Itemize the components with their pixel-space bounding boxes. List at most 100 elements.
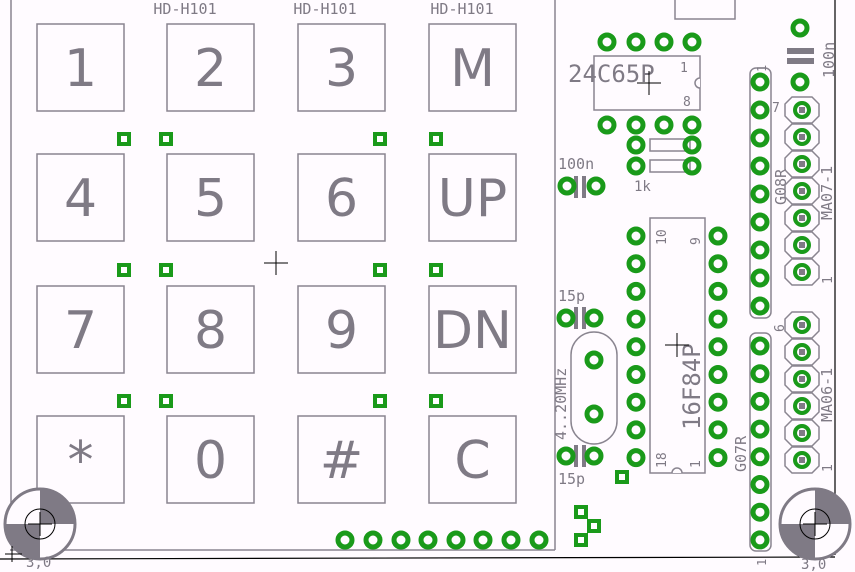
cap-15p-top-label: 15p xyxy=(558,287,585,305)
pad xyxy=(750,100,770,120)
pad xyxy=(750,447,770,467)
pad xyxy=(557,176,577,196)
resistor-label: 1k xyxy=(634,179,651,195)
pad xyxy=(708,226,728,246)
header-g08r-outline xyxy=(749,67,772,319)
square-pad xyxy=(117,132,131,146)
key-label: 7 xyxy=(64,301,97,361)
cap-15p-bottom-label: 15p xyxy=(558,470,585,488)
header-bottom-pin6: 6 xyxy=(773,324,788,332)
key-9: 9 xyxy=(297,285,386,374)
hole-left-label: 3,0 xyxy=(26,555,51,571)
key-label: 2 xyxy=(194,39,227,99)
square-pad xyxy=(574,505,588,519)
connector-pin xyxy=(784,123,820,151)
crystal-label: 4..20MHz xyxy=(552,368,570,440)
pad xyxy=(626,281,646,301)
pad xyxy=(682,135,702,155)
pad xyxy=(750,336,770,356)
key-5: 5 xyxy=(166,153,255,242)
mcu-16f84p: 16F84P 10 9 18 1 xyxy=(649,217,706,474)
resistor-body xyxy=(649,159,691,173)
key-label: 1 xyxy=(64,39,97,99)
key-label: 5 xyxy=(194,169,227,229)
pad xyxy=(750,128,770,148)
column-label: HD-H101 xyxy=(293,0,356,18)
pad xyxy=(708,365,728,384)
square-pad xyxy=(117,263,131,277)
pad xyxy=(708,420,728,440)
key-8: 8 xyxy=(166,285,255,374)
square-pad xyxy=(587,519,601,533)
pad xyxy=(446,530,466,550)
square-pad xyxy=(373,394,387,408)
pad xyxy=(750,268,770,288)
pad xyxy=(584,350,604,370)
mcu-pin10: 10 xyxy=(655,229,670,245)
mcu-pin9: 9 xyxy=(689,237,704,245)
pad xyxy=(708,281,728,301)
pad xyxy=(708,309,728,329)
pad xyxy=(750,240,770,260)
pad xyxy=(654,32,674,52)
hole-right-label: 3,0 xyxy=(801,557,826,572)
pad xyxy=(584,308,604,328)
pad xyxy=(790,72,810,92)
key-7: 7 xyxy=(36,285,125,374)
square-pad xyxy=(615,470,629,484)
square-pad xyxy=(159,394,173,408)
square-pad xyxy=(373,132,387,146)
key-6: 6 xyxy=(297,153,386,242)
header-bottom-pin1: 1 xyxy=(755,559,769,566)
key-label: 9 xyxy=(325,301,358,361)
square-pad xyxy=(373,263,387,277)
pad xyxy=(682,115,702,135)
pad xyxy=(708,337,728,357)
square-pad xyxy=(429,263,443,277)
pad xyxy=(708,448,728,468)
key-label: 3 xyxy=(325,39,358,99)
pad xyxy=(586,176,606,196)
key-label: # xyxy=(320,431,364,491)
pad xyxy=(529,530,549,550)
mounting-hole-left: 3,0 xyxy=(3,487,77,571)
mcu-label: 16F84P xyxy=(678,343,706,430)
connector-pin xyxy=(784,338,820,366)
mounting-hole-right: 3,0 xyxy=(778,487,852,572)
pad xyxy=(597,115,617,135)
pad xyxy=(790,18,810,38)
cap-plate xyxy=(582,176,586,198)
pad xyxy=(418,530,438,550)
connector-pin xyxy=(784,150,820,178)
keypad-column-labels: HD-H101 HD-H101 HD-H101 xyxy=(153,0,493,18)
pad xyxy=(626,365,646,384)
key-label: UP xyxy=(438,169,507,229)
key-M: M xyxy=(428,23,517,112)
key-label: 8 xyxy=(194,301,227,361)
connector-pin xyxy=(784,231,820,259)
resistor-body xyxy=(649,138,691,152)
pad xyxy=(708,392,728,412)
key-#: # xyxy=(297,415,386,504)
square-pad xyxy=(159,263,173,277)
pad xyxy=(556,446,576,466)
key-label: 4 xyxy=(64,169,97,229)
pad xyxy=(335,530,355,550)
pad xyxy=(626,420,646,440)
conn-top-pin1: 1 xyxy=(821,276,836,284)
connector-pin xyxy=(784,365,820,393)
pad xyxy=(363,530,383,550)
pad xyxy=(501,530,521,550)
pad xyxy=(391,530,411,550)
conn-bottom-pin1: 1 xyxy=(821,464,836,472)
pad xyxy=(750,72,770,92)
pad xyxy=(750,184,770,204)
connector-pin xyxy=(784,392,820,420)
connector-pin xyxy=(784,419,820,447)
header-top-pin7: 7 xyxy=(772,101,780,116)
conn-bottom-label: MA06-1 xyxy=(818,368,836,422)
eeprom-24c65p: 24C65P 1 8 xyxy=(568,55,701,111)
pad xyxy=(750,296,770,316)
